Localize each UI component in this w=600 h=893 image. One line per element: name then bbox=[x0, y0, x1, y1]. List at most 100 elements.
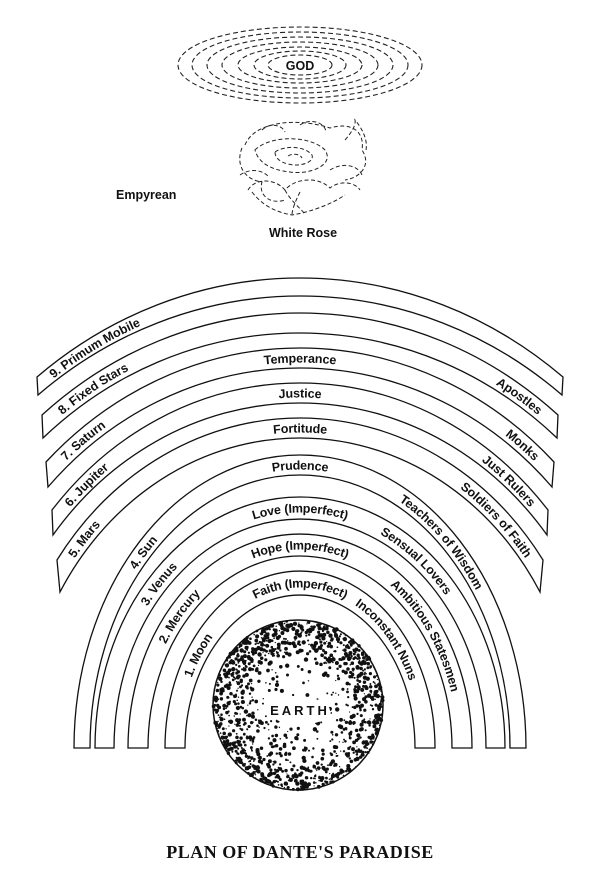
rose-petal bbox=[344, 118, 367, 151]
earth-speckle bbox=[378, 707, 381, 710]
earth-speckle bbox=[247, 682, 250, 686]
earth-speckle bbox=[269, 768, 273, 772]
earth-speckle bbox=[269, 751, 274, 756]
earth-speckle bbox=[300, 648, 302, 651]
earth-speckle bbox=[240, 696, 244, 700]
earth-speckle bbox=[226, 751, 231, 756]
earth-speckle bbox=[240, 746, 243, 749]
earth-speckle bbox=[242, 654, 247, 659]
earth-speckle bbox=[348, 653, 352, 656]
earth-speckle bbox=[307, 749, 311, 752]
earth-speckle bbox=[320, 721, 323, 724]
earth-speckle bbox=[348, 655, 351, 658]
earth-speckle bbox=[346, 688, 349, 690]
earth-speckle bbox=[281, 632, 285, 635]
earth-speckle bbox=[312, 764, 315, 767]
earth-speckle bbox=[338, 766, 341, 768]
earth-speckle bbox=[268, 649, 272, 653]
earth-speckle bbox=[349, 656, 352, 660]
earth-speckle bbox=[376, 713, 380, 718]
earth-speckle bbox=[343, 738, 345, 741]
earth-speckle bbox=[285, 736, 288, 740]
earth-speckle bbox=[266, 668, 270, 673]
sphere-name-text: 7. Saturn bbox=[58, 418, 108, 463]
earth-speckle bbox=[338, 635, 341, 638]
earth-speckle bbox=[304, 749, 307, 752]
earth-speckle bbox=[312, 727, 318, 732]
earth-speckle bbox=[316, 737, 319, 740]
earth-speckle bbox=[298, 643, 302, 647]
earth-speckle bbox=[262, 652, 264, 654]
earth-speckle bbox=[369, 683, 372, 685]
earth-speckle bbox=[340, 731, 344, 734]
earth-speckle bbox=[247, 651, 251, 654]
earth-speckle bbox=[226, 656, 229, 660]
earth-speckle bbox=[292, 764, 296, 768]
earth-speckle bbox=[225, 739, 230, 743]
earth-speckle bbox=[310, 625, 313, 628]
earth-speckle bbox=[236, 699, 239, 702]
earth-speckle bbox=[271, 745, 275, 749]
earth-speckle bbox=[304, 784, 309, 789]
earth-speckle bbox=[219, 717, 224, 721]
earth-speckle bbox=[325, 780, 329, 785]
earth-speckle bbox=[322, 625, 325, 628]
earth-speckle bbox=[216, 727, 219, 730]
earth-speckle bbox=[360, 703, 364, 708]
earth-speckle bbox=[329, 633, 333, 637]
earth-speckle bbox=[378, 682, 380, 684]
earth-speckle bbox=[305, 634, 308, 637]
earth-speckle bbox=[278, 622, 281, 624]
earth-speckle bbox=[211, 704, 216, 709]
earth-speckle bbox=[349, 719, 352, 723]
earth-speckle bbox=[262, 648, 266, 652]
sphere-virtue: Justice bbox=[278, 386, 322, 401]
earth-speckle bbox=[249, 637, 252, 641]
earth-speckle bbox=[237, 661, 240, 664]
earth-speckle bbox=[312, 644, 316, 648]
earth-speckle bbox=[252, 664, 256, 668]
earth-speckle bbox=[235, 680, 238, 683]
earth-speckle bbox=[377, 722, 380, 725]
earth-speckle bbox=[332, 780, 335, 784]
earth-speckle bbox=[237, 687, 239, 689]
earth-speckle bbox=[320, 756, 325, 761]
rose-petal bbox=[287, 153, 303, 159]
earth-speckle bbox=[294, 639, 296, 641]
earth-speckle bbox=[356, 712, 359, 716]
earth-speckle bbox=[228, 683, 232, 687]
earth-speckle bbox=[226, 671, 231, 676]
earth-speckle bbox=[363, 673, 366, 676]
earth-speckle bbox=[296, 726, 300, 730]
earth-speckle bbox=[378, 685, 383, 690]
earth-speckle bbox=[337, 694, 340, 696]
earth-speckle bbox=[273, 628, 278, 633]
earth-speckle bbox=[260, 637, 263, 639]
earth-speckle bbox=[270, 639, 274, 643]
earth-speckle bbox=[275, 752, 279, 755]
earth-speckle bbox=[331, 738, 334, 741]
earth-speckle bbox=[225, 710, 229, 715]
earth-speckle bbox=[374, 703, 378, 707]
earth-speckle bbox=[249, 765, 252, 768]
sphere-ring bbox=[45, 347, 555, 489]
earth-speckle bbox=[289, 761, 292, 764]
earth-speckle bbox=[232, 700, 236, 704]
earth-speckle bbox=[235, 650, 238, 652]
earth-speckle bbox=[228, 656, 230, 658]
earth-speckle bbox=[297, 633, 302, 638]
earth-speckle bbox=[312, 777, 315, 780]
earth-speckle bbox=[366, 666, 370, 670]
earth-speckle bbox=[238, 643, 243, 648]
earth-speckle bbox=[238, 724, 241, 727]
earth-speckle bbox=[345, 671, 348, 674]
earth-speckle bbox=[371, 708, 375, 711]
earth-label: EARTH bbox=[270, 703, 330, 718]
earth-speckle bbox=[312, 747, 315, 750]
earth-speckle bbox=[247, 755, 251, 759]
earth-speckle bbox=[356, 751, 359, 754]
earth-speckle bbox=[357, 737, 360, 741]
earth-speckle bbox=[362, 680, 367, 684]
earth-speckle bbox=[323, 768, 327, 772]
earth-speckle bbox=[287, 641, 291, 645]
